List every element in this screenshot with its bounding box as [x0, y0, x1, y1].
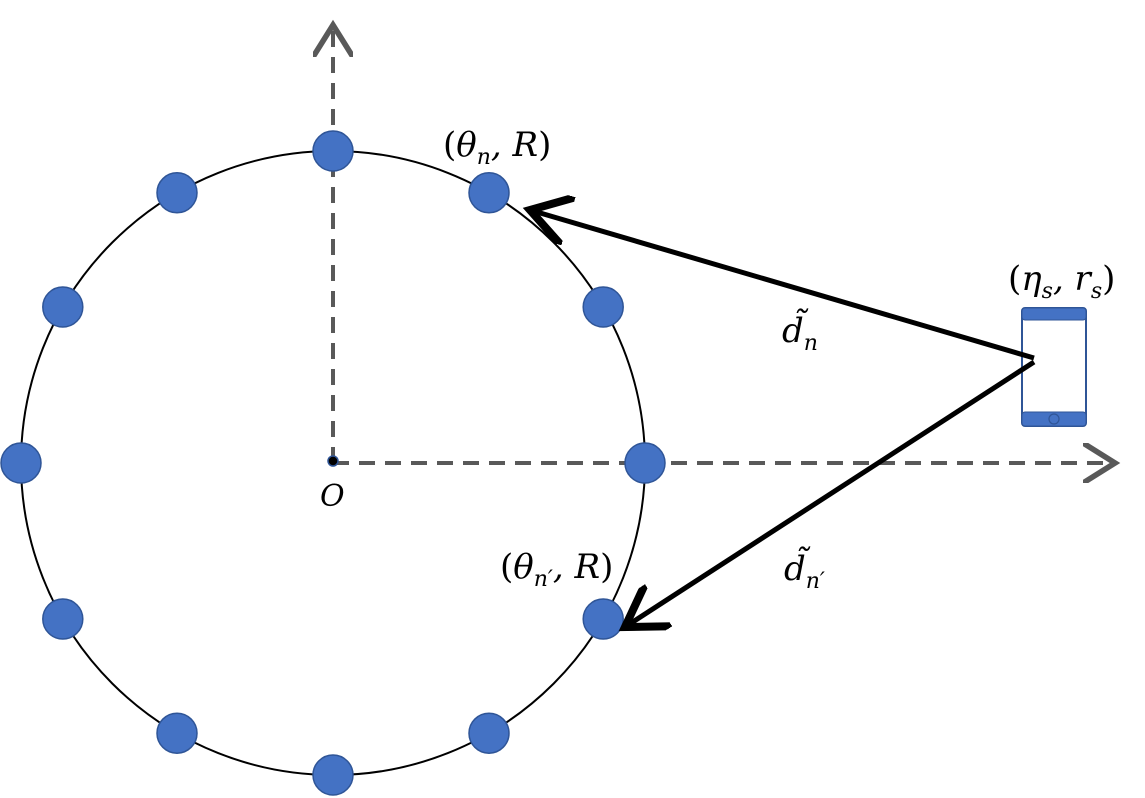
distance-arrows — [530, 210, 1036, 627]
arrow-distance-nprime — [625, 359, 1036, 627]
array-nodes — [0, 130, 666, 796]
origin-point — [327, 455, 339, 467]
arrow-distance-n — [530, 210, 1035, 361]
array-node — [42, 598, 84, 640]
user-device-icon — [1021, 307, 1087, 427]
array-node — [468, 712, 510, 754]
array-node — [156, 712, 198, 754]
array-node — [582, 286, 624, 328]
array-node — [42, 286, 84, 328]
array-node — [624, 442, 666, 484]
array-node — [312, 130, 354, 172]
array-node — [156, 172, 198, 214]
array-node — [582, 598, 624, 640]
axes — [333, 25, 1115, 463]
array-node — [468, 172, 510, 214]
label-distance-nprime: d̃n′ — [784, 549, 825, 594]
label-distance-n: d̃n — [782, 311, 818, 356]
label-node-n: (θn, R) — [443, 125, 552, 170]
label-origin: O — [320, 479, 345, 514]
array-node — [312, 754, 354, 796]
label-node-nprime: (θn′, R) — [500, 547, 614, 592]
array-node — [0, 442, 42, 484]
label-device-position: (ηs, rs) — [1008, 259, 1116, 304]
